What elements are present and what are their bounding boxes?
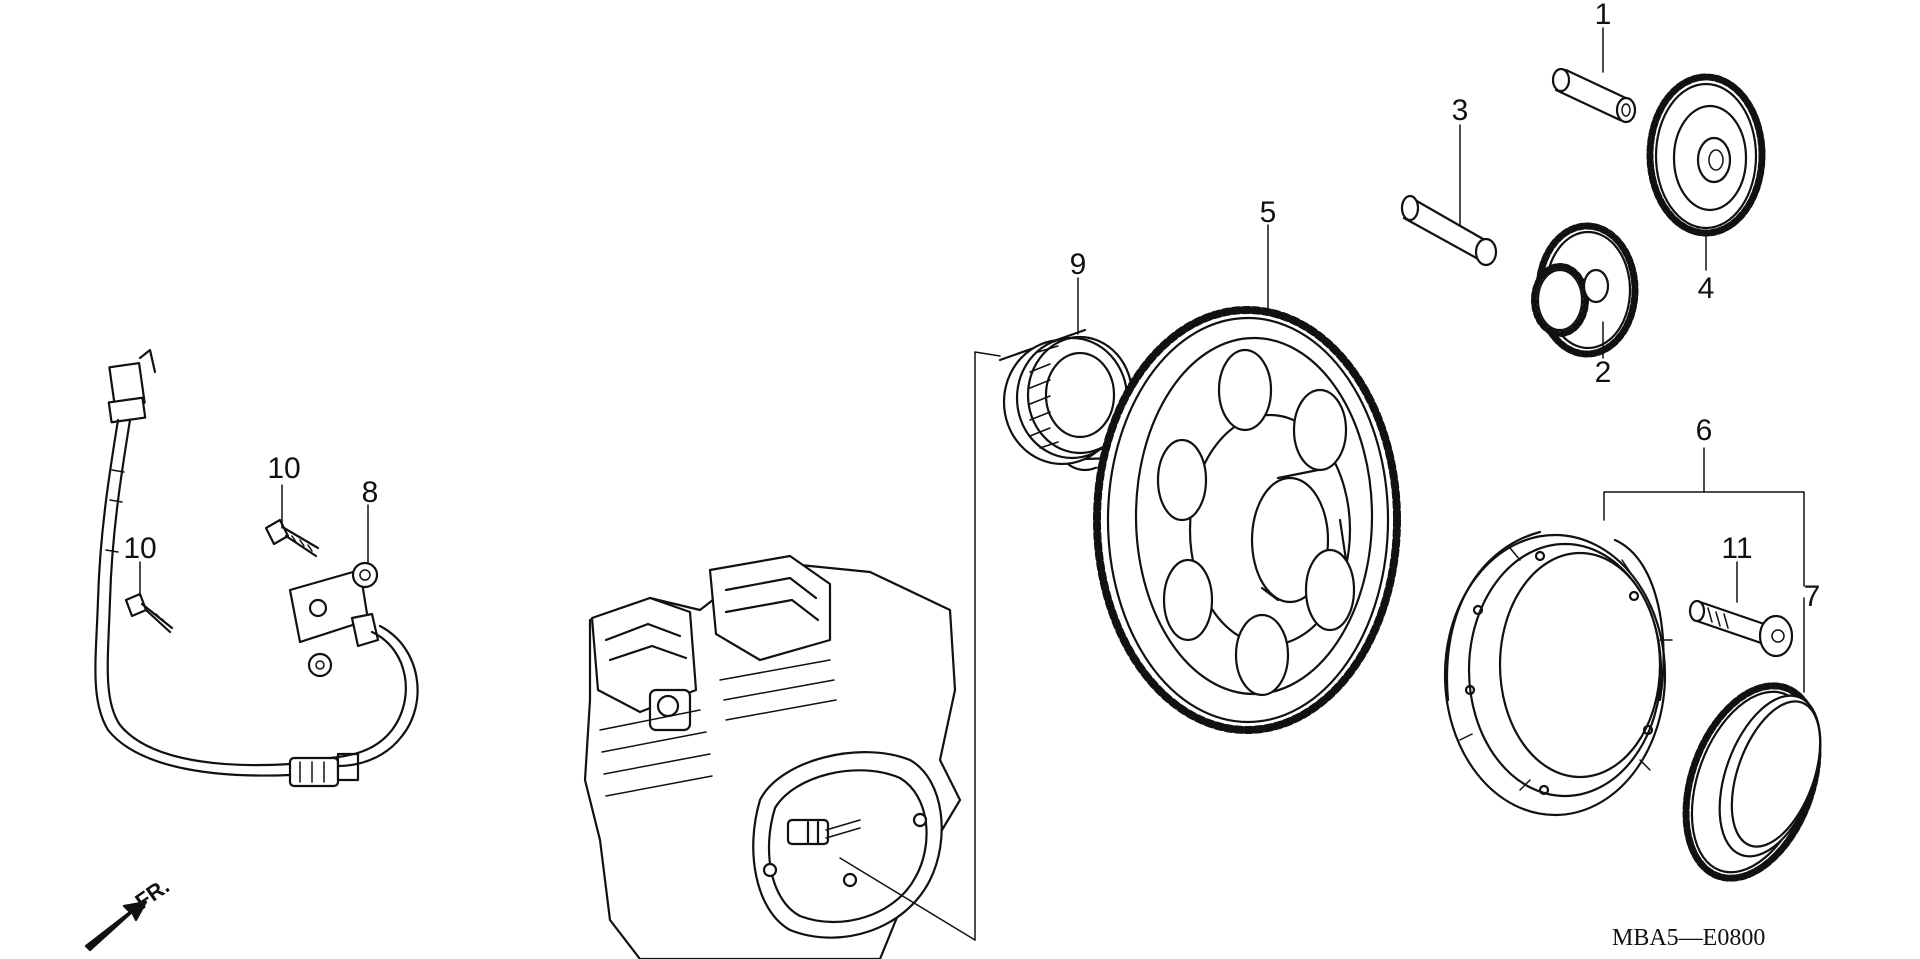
bearing-leader xyxy=(974,351,1001,941)
one-way-clutch xyxy=(1682,682,1822,882)
callout-1: 1 xyxy=(1595,0,1612,31)
socket-bolt xyxy=(1688,599,1794,658)
callout-10b: 10 xyxy=(267,452,300,485)
pulse-generator-harness xyxy=(94,348,360,788)
callout-7: 7 xyxy=(1804,580,1821,613)
callout-10a: 10 xyxy=(123,532,156,565)
pulse-generator xyxy=(288,561,419,768)
diagram-code: MBA5—E0800 xyxy=(1612,925,1765,951)
callout-3: 3 xyxy=(1452,94,1469,127)
reduction-gear-large xyxy=(1646,73,1766,237)
engine-crankcase xyxy=(583,554,976,959)
bolt-10-b xyxy=(264,518,320,558)
callout-leaders xyxy=(139,27,1805,693)
shaft-long xyxy=(1400,194,1498,267)
callout-8: 8 xyxy=(362,476,379,509)
callout-labels: 1 2 3 4 5 6 7 8 9 10 10 11 xyxy=(123,0,1820,613)
callout-6: 6 xyxy=(1696,414,1713,447)
callout-11: 11 xyxy=(1721,532,1752,565)
callout-2: 2 xyxy=(1595,356,1612,389)
reduction-gear-small xyxy=(1531,222,1639,358)
starter-driven-gear xyxy=(1093,306,1401,734)
callout-4: 4 xyxy=(1698,272,1715,305)
shaft-short xyxy=(1551,67,1637,124)
callout-5: 5 xyxy=(1260,196,1277,229)
front-direction-arrow: FR. xyxy=(84,873,174,952)
bolt-10-a xyxy=(124,592,174,634)
starter-clutch-outer xyxy=(1443,530,1673,817)
callout-9: 9 xyxy=(1070,248,1087,281)
